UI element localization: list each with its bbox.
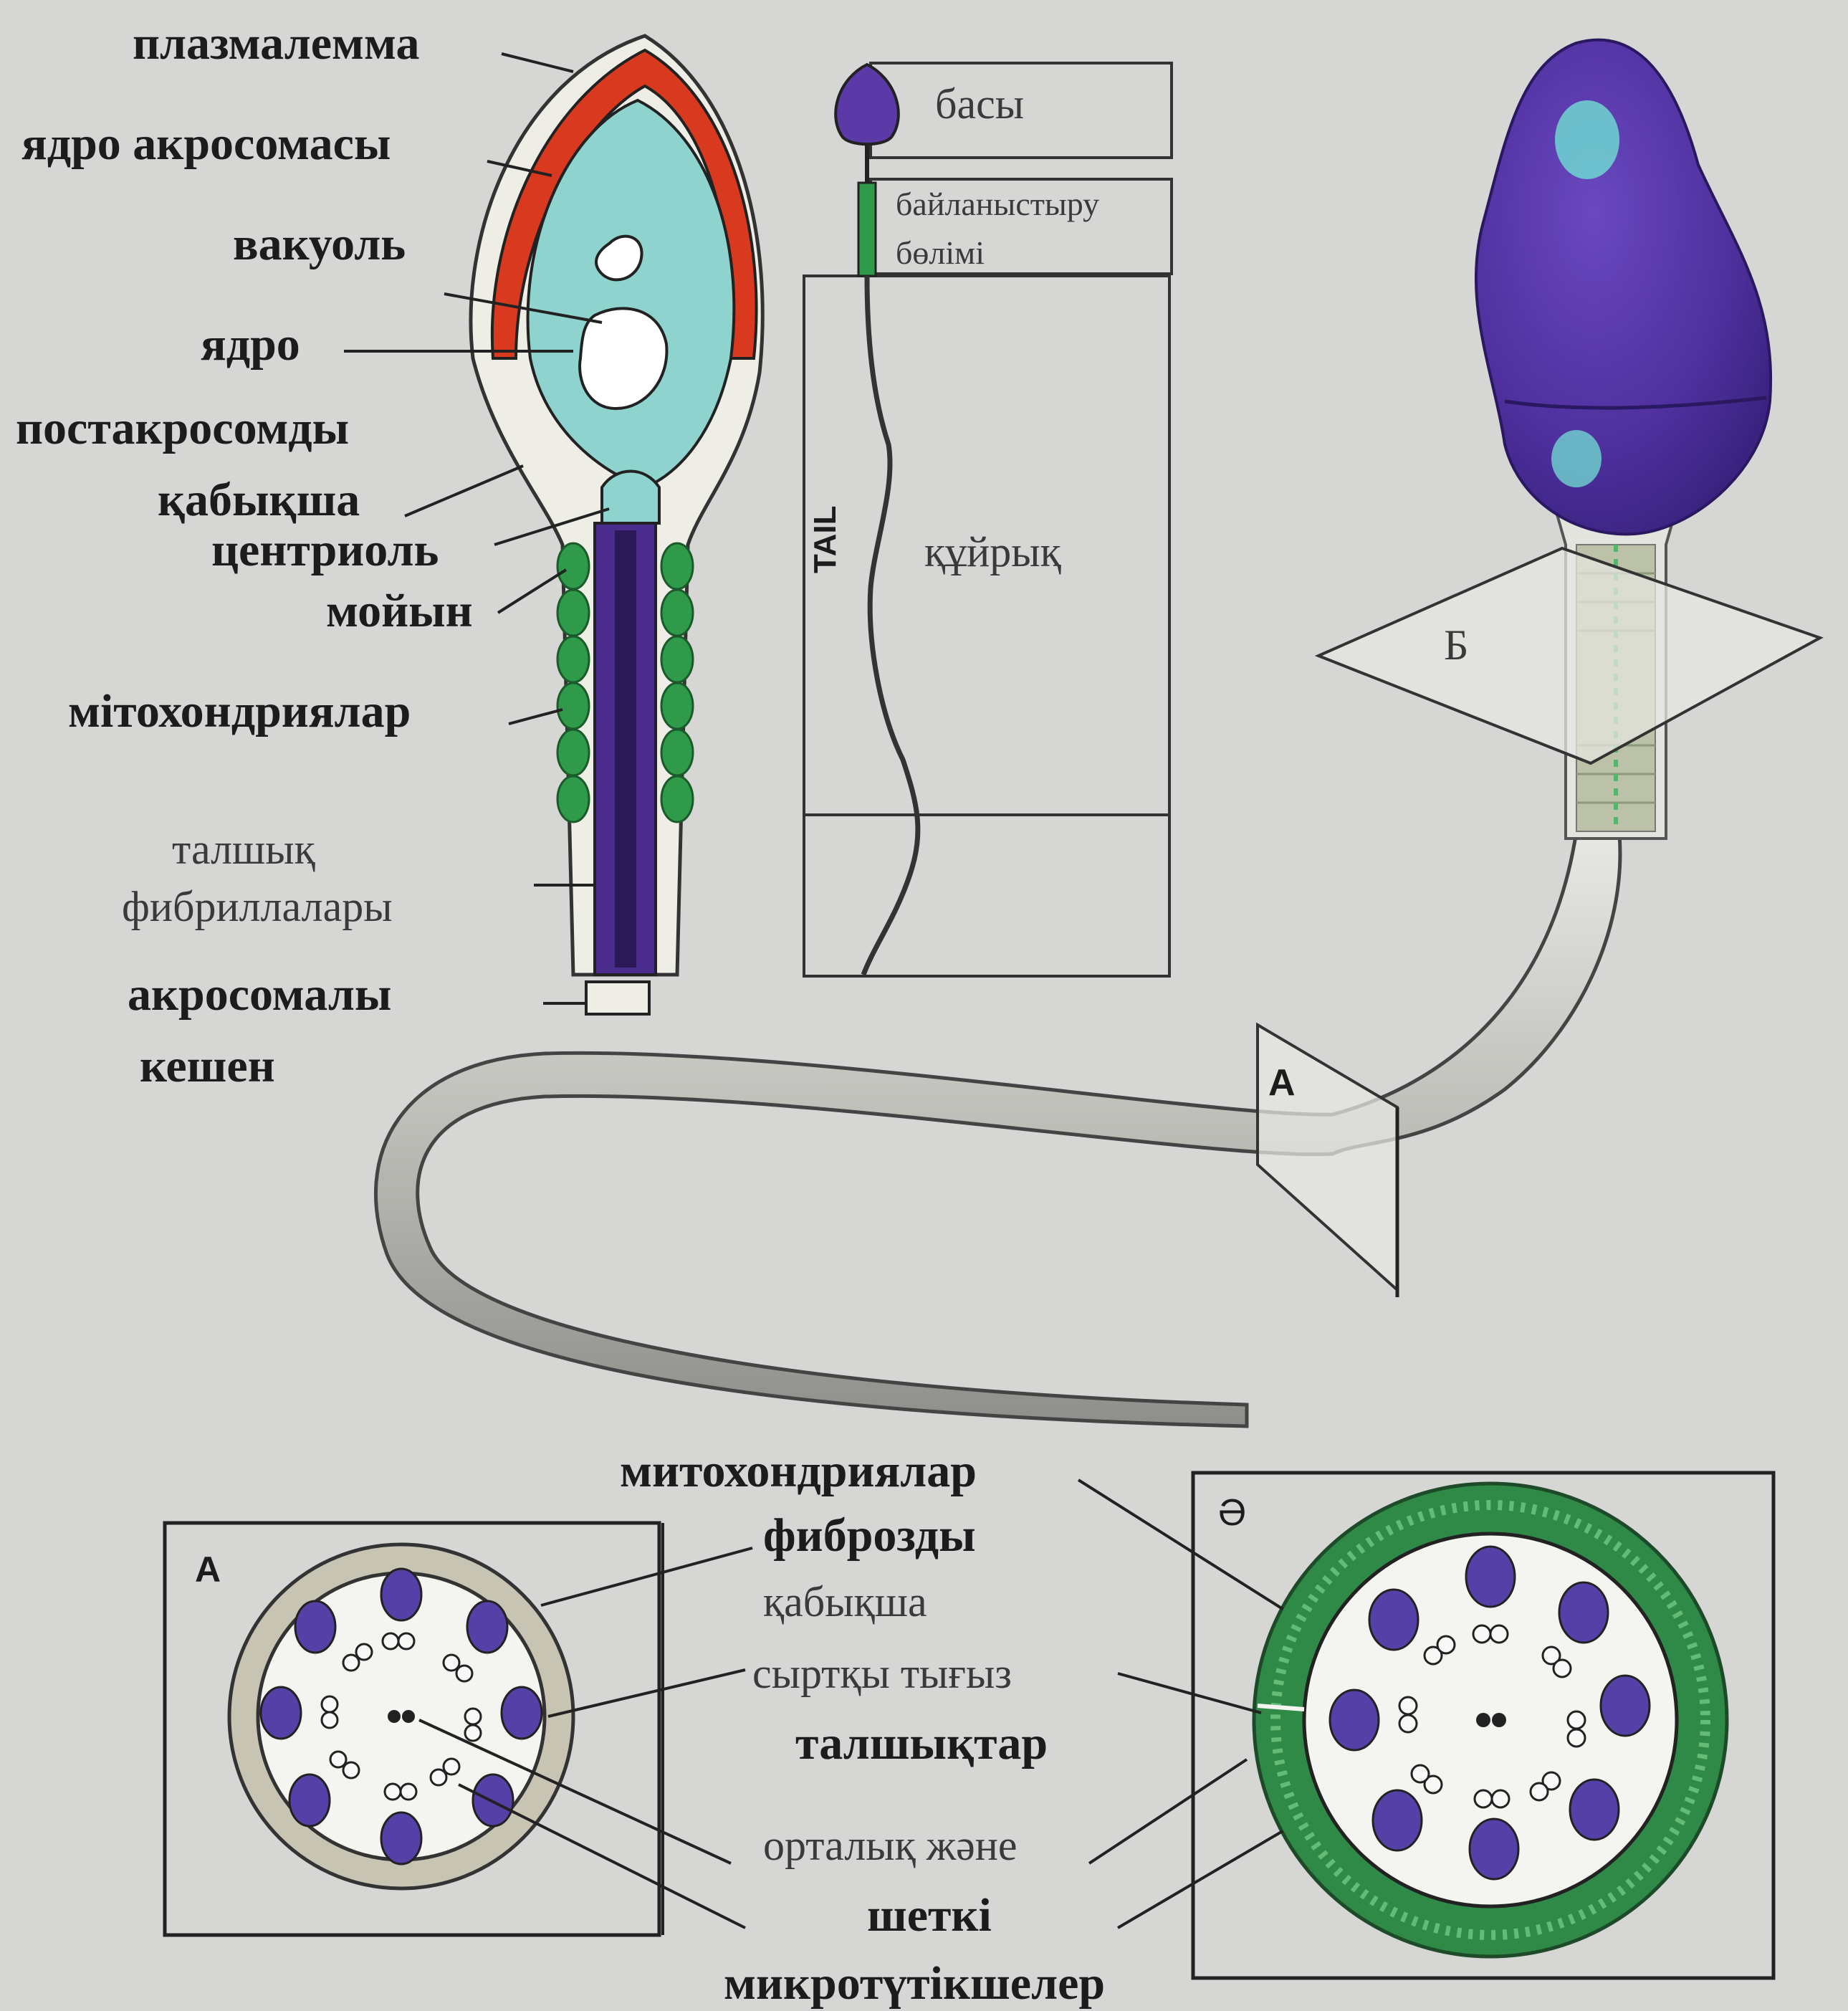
cross-section-ae xyxy=(1193,1473,1773,1978)
label-section-a: A xyxy=(1268,1064,1296,1102)
label-microtubules-3: микротүтікшелер xyxy=(724,1960,1105,2007)
label-fibrous-sheath-2: қабықша xyxy=(763,1580,927,1623)
label-panel-a: A xyxy=(195,1552,221,1587)
label-tail: құйрық xyxy=(924,530,1061,573)
label-postacrosomal: постакросомды xyxy=(16,405,349,452)
plane-b xyxy=(1318,548,1820,763)
label-outer-dense-fibers: сыртқы тығыз xyxy=(752,1652,1012,1695)
label-acrosome-nucleus: ядро акросомасы xyxy=(21,120,391,168)
end-box xyxy=(804,815,1169,976)
label-outer-dense-fibers-2: талшықтар xyxy=(795,1720,1048,1767)
centriole xyxy=(602,472,659,524)
label-tail-en: TAIL xyxy=(810,506,841,574)
label-head: басы xyxy=(935,82,1024,125)
label-fibrils: талшық xyxy=(172,828,315,871)
label-plasmalemma: плазмалемма xyxy=(133,20,420,67)
schematic-midpiece xyxy=(858,183,876,276)
axial-filament xyxy=(615,530,636,968)
label-fibrils-2: фибриллалары xyxy=(122,885,393,928)
end-piece xyxy=(586,982,649,1014)
label-nucleus: ядро xyxy=(201,321,300,368)
label-neck: мойын xyxy=(326,588,473,635)
label-postacrosomal-sheath: қабықша xyxy=(158,477,360,524)
label-centriole: центриоль xyxy=(211,527,439,574)
label-connecting: байланыстыру xyxy=(896,188,1099,221)
tail-3d xyxy=(375,831,1619,1426)
schematic-head xyxy=(836,65,899,144)
label-fibrous-sheath: фиброзды xyxy=(763,1512,976,1559)
label-panel-ae: Ә xyxy=(1218,1494,1246,1532)
label-acrosomal-complex-2: кешен xyxy=(140,1043,275,1090)
cross-section-a xyxy=(165,1523,663,1935)
schematic-tail xyxy=(863,276,918,975)
label-microtubules-2: шеткі xyxy=(867,1892,992,1939)
label-mitochondria: мітохондриялар xyxy=(68,688,411,735)
label-acrosomal-complex: акросомалы xyxy=(128,971,391,1018)
label-section-b: Б xyxy=(1444,624,1468,667)
label-mitochondria-cross: митохондриялар xyxy=(620,1448,977,1495)
acrosome-spot xyxy=(1555,100,1619,179)
label-microtubules: орталық және xyxy=(763,1824,1018,1867)
postacrosomal-spot xyxy=(1551,430,1602,487)
label-connecting-2: бөлімі xyxy=(896,237,985,269)
head-3d xyxy=(1476,40,1771,535)
label-vacuole: вакуоль xyxy=(233,221,406,268)
